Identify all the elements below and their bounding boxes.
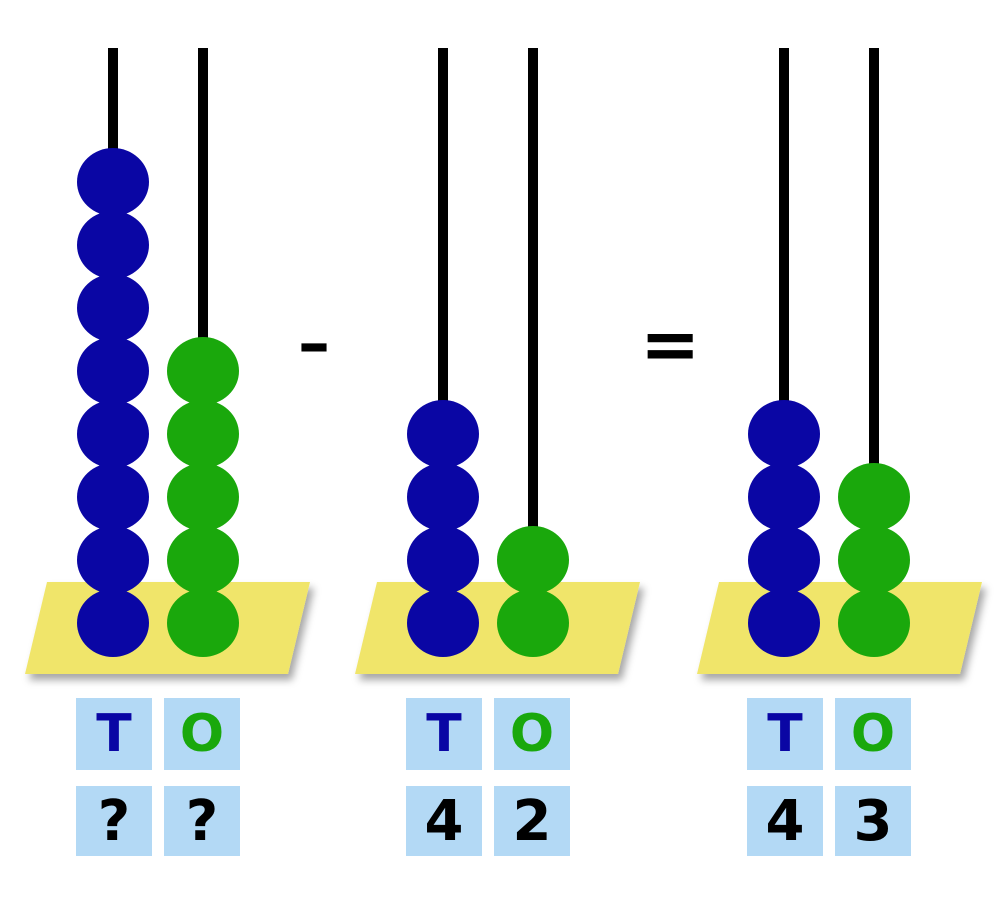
abacus-2-ones-label-text: O <box>509 704 555 764</box>
abacus-1-ones-value-text: ? <box>185 788 219 854</box>
abacus-2-tens-rod <box>438 48 448 630</box>
abacus-3 <box>697 48 982 674</box>
abacus-2-tens-bead <box>407 526 479 594</box>
abacus-3-ones-label: O <box>835 698 911 770</box>
abacus-3-tens-bead <box>748 463 820 531</box>
abacus-2-tens-bead <box>407 589 479 657</box>
equals-sign: = <box>640 302 701 386</box>
abacus-2-ones-value-text: 2 <box>512 788 552 854</box>
abacus-1-tens-bead <box>77 274 149 342</box>
abacus-2-tens-label-text: T <box>426 704 462 764</box>
abacus-3-tens-label: T <box>747 698 823 770</box>
abacus-2-tens-bead <box>407 463 479 531</box>
abacus-2-ones-value: 2 <box>494 786 570 856</box>
abacus-1-ones-label-text: O <box>179 704 225 764</box>
abacus-1-ones-label: O <box>164 698 240 770</box>
abacus-2-tens-value: 4 <box>406 786 482 856</box>
abacus-1-ones-bead <box>167 589 239 657</box>
abacus-3-ones-value-text: 3 <box>853 788 893 854</box>
abacus-1 <box>25 48 310 674</box>
abacus-2-tens-bead <box>407 400 479 468</box>
abacus-1-ones-bead <box>167 463 239 531</box>
abacus-1-tens-bead <box>77 589 149 657</box>
abacus-2-tens-label: T <box>406 698 482 770</box>
abacus-3-tens-bead <box>748 589 820 657</box>
minus-sign: – <box>298 307 330 381</box>
abacus-1-tens-bead <box>77 526 149 594</box>
abacus-3-ones-bead <box>838 463 910 531</box>
abacus-1-tens-value: ? <box>76 786 152 856</box>
abacus-2-tens-value-text: 4 <box>424 788 464 854</box>
abacus-1-ones-bead <box>167 526 239 594</box>
abacus-2-ones-bead <box>497 526 569 594</box>
abacus-2-ones-rod <box>528 48 538 630</box>
abacus-1-tens-label-text: T <box>96 704 132 764</box>
abacus-3-tens-label-text: T <box>767 704 803 764</box>
abacus-3-ones-value: 3 <box>835 786 911 856</box>
abacus-3-ones-bead <box>838 526 910 594</box>
abacus-1-tens-bead <box>77 211 149 279</box>
abacus-1-tens-bead <box>77 148 149 216</box>
abacus-3-tens-value: 4 <box>747 786 823 856</box>
abacus-2 <box>355 48 640 674</box>
abacus-3-tens-bead <box>748 526 820 594</box>
abacus-1-tens-label: T <box>76 698 152 770</box>
abacus-1-ones-bead <box>167 337 239 405</box>
abacus-1-tens-value-text: ? <box>97 788 131 854</box>
abacus-3-tens-value-text: 4 <box>765 788 805 854</box>
abacus-3-tens-rod <box>779 48 789 630</box>
abacus-3-tens-bead <box>748 400 820 468</box>
abacus-3-ones-rod <box>869 48 879 630</box>
abacus-2-ones-bead <box>497 589 569 657</box>
abacus-1-tens-bead <box>77 337 149 405</box>
abacus-3-ones-bead <box>838 589 910 657</box>
abacus-1-tens-bead <box>77 463 149 531</box>
abacus-3-ones-label-text: O <box>850 704 896 764</box>
abacus-2-ones-label: O <box>494 698 570 770</box>
abacus-1-ones-value: ? <box>164 786 240 856</box>
abacus-1-tens-bead <box>77 400 149 468</box>
abacus-1-ones-bead <box>167 400 239 468</box>
